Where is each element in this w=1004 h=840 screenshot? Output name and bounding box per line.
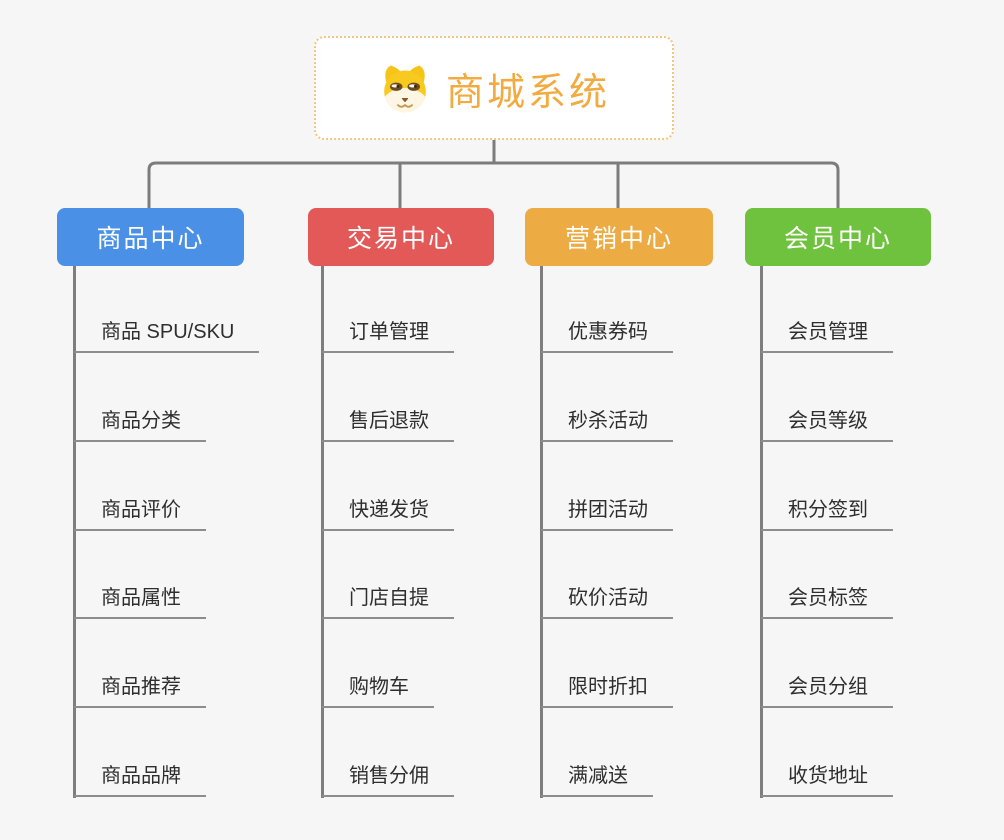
leaf-node[interactable]: 销售分佣 bbox=[322, 763, 454, 797]
root-label: 商城系统 bbox=[445, 71, 610, 114]
branch-trunk-line bbox=[321, 266, 324, 798]
branch-node-member-center[interactable]: 会员中心 bbox=[745, 208, 931, 266]
leaf-node[interactable]: 售后退款 bbox=[322, 408, 454, 442]
leaf-node[interactable]: 门店自提 bbox=[322, 585, 454, 620]
branch-node-product-center[interactable]: 商品中心 bbox=[57, 208, 244, 266]
leaf-node[interactable]: 会员分组 bbox=[761, 674, 893, 709]
leaf-node[interactable]: 秒杀活动 bbox=[541, 408, 673, 442]
branch-trunk-line bbox=[540, 266, 543, 798]
leaf-node[interactable]: 商品品牌 bbox=[74, 763, 206, 797]
leaf-node[interactable]: 快递发货 bbox=[322, 497, 454, 531]
leaf-node[interactable]: 商品推荐 bbox=[74, 674, 206, 709]
leaf-node[interactable]: 商品属性 bbox=[74, 585, 206, 620]
branch-node-marketing-center[interactable]: 营销中心 bbox=[525, 208, 713, 266]
branch-trunk-line bbox=[760, 266, 763, 798]
leaf-node[interactable]: 收货地址 bbox=[761, 763, 893, 797]
branch-trunk-line bbox=[73, 266, 76, 798]
leaf-node[interactable]: 商品 SPU/SKU bbox=[74, 319, 260, 353]
leaf-node[interactable]: 限时折扣 bbox=[541, 674, 673, 709]
leaf-node[interactable]: 会员等级 bbox=[761, 408, 893, 442]
branch-bracket-line bbox=[147, 161, 840, 209]
leaf-node[interactable]: 砍价活动 bbox=[541, 585, 673, 620]
leaf-node[interactable]: 积分签到 bbox=[761, 497, 893, 531]
leaf-node[interactable]: 商品评价 bbox=[74, 497, 206, 531]
branch-node-trade-center[interactable]: 交易中心 bbox=[308, 208, 494, 266]
leaf-node[interactable]: 会员管理 bbox=[761, 319, 893, 353]
leaf-node[interactable]: 优惠券码 bbox=[541, 319, 673, 353]
leaf-node[interactable]: 满减送 bbox=[541, 763, 653, 797]
leaf-node[interactable]: 拼团活动 bbox=[541, 497, 673, 531]
leaf-node[interactable]: 购物车 bbox=[322, 674, 434, 709]
leaf-node[interactable]: 订单管理 bbox=[322, 319, 454, 353]
root-node[interactable]: 商城系统 bbox=[314, 36, 674, 140]
leaf-node[interactable]: 商品分类 bbox=[74, 408, 206, 442]
dog-face-icon bbox=[378, 63, 432, 113]
leaf-node[interactable]: 会员标签 bbox=[761, 585, 893, 620]
